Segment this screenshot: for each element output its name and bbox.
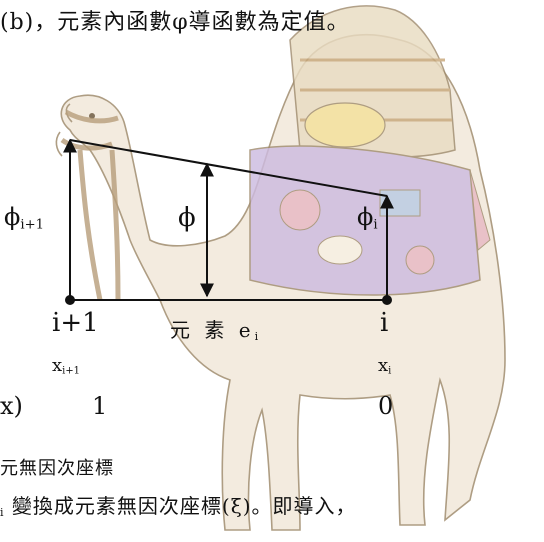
phi-left-subscript: i+1 <box>20 217 45 233</box>
phi-mid-label: ϕ <box>178 203 196 233</box>
local-left-value: 1 <box>92 392 108 420</box>
phi-left-symbol: ϕ <box>4 203 21 231</box>
local-coord-label: x) <box>0 392 23 420</box>
body-line-2-text: 變換成元素無因次座標(ξ)。即導入， <box>11 494 357 518</box>
heading-text: (b)，元素內函數φ導函數為定值。 <box>0 10 350 35</box>
body-line-2-subscript: i <box>0 505 5 519</box>
node-right-dot <box>382 295 392 305</box>
saddle <box>249 5 491 296</box>
local-right-value: 0 <box>378 392 394 420</box>
element-label: 元 素 ei <box>170 314 262 343</box>
body-line-1: 元無因次座標 <box>0 458 114 479</box>
coord-right-subscript: i <box>388 365 392 377</box>
coord-right-symbol: x <box>378 355 389 376</box>
element-label-subscript: i <box>254 329 263 343</box>
camel-halter <box>60 109 121 301</box>
coord-left-subscript: i+1 <box>62 365 80 377</box>
node-right-label: i <box>380 308 389 338</box>
coord-left-symbol: x <box>52 355 63 376</box>
interpolation-line <box>69 139 388 197</box>
body-line-2: i 變換成元素無因次座標(ξ)。即導入， <box>0 490 357 519</box>
element-label-text: 元 素 e <box>170 318 255 342</box>
node-left-dot <box>65 295 75 305</box>
node-left-label: i+1 <box>52 308 99 338</box>
phi-right-symbol: ϕ <box>357 203 374 231</box>
phi-right-subscript: i <box>373 217 378 233</box>
phi-right-label: ϕi <box>357 203 378 232</box>
phi-left-label: ϕi+1 <box>4 203 44 232</box>
coord-left-label: xi+1 <box>52 355 80 376</box>
coord-right-label: xi <box>378 355 391 376</box>
